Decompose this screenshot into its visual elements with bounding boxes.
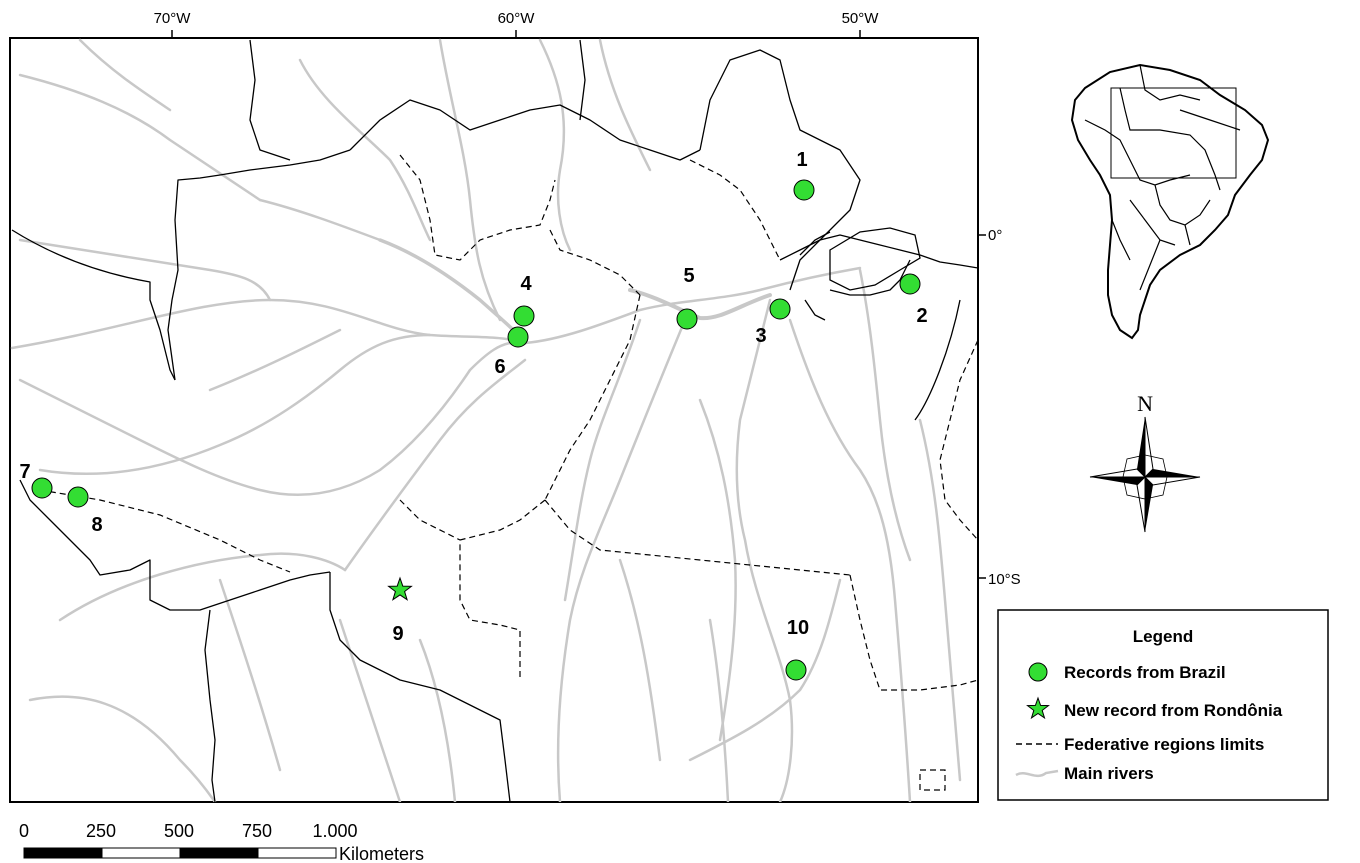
legend-circle-icon bbox=[1028, 662, 1048, 682]
legend-star-icon bbox=[1026, 696, 1050, 720]
site-9-label: 9 bbox=[392, 623, 403, 645]
site-7-marker bbox=[31, 477, 53, 499]
south-america-outline bbox=[1070, 63, 1270, 340]
scale-tick-0: 0 bbox=[19, 821, 29, 841]
site-3-marker bbox=[769, 298, 791, 320]
scale-tick-500: 500 bbox=[164, 821, 194, 841]
legend-item-rondonia: New record from Rondônia bbox=[1064, 701, 1283, 720]
site-8-label: 8 bbox=[91, 514, 102, 536]
north-label: N bbox=[1137, 391, 1153, 416]
site-6-marker bbox=[507, 326, 529, 348]
inset-south-america bbox=[1070, 63, 1270, 340]
scale-tick-1000: 1.000 bbox=[312, 821, 357, 841]
north-arrow: N bbox=[1089, 391, 1201, 533]
scale-bar: 0 250 500 750 1.000 Kilometers bbox=[19, 821, 424, 863]
record-sites: 1 2 3 4 5 6 7 8 9 10 bbox=[19, 149, 928, 681]
state-borders bbox=[39, 154, 978, 791]
axis-label-50w: 50°W bbox=[842, 10, 880, 27]
legend-box bbox=[997, 609, 1329, 801]
legend-title: Legend bbox=[1133, 627, 1193, 646]
legend: Legend Records from Brazil New record fr… bbox=[997, 609, 1329, 801]
site-9-star-marker bbox=[387, 576, 413, 601]
right-axis: 0° 10°S bbox=[978, 227, 1021, 588]
site-4-marker bbox=[513, 305, 535, 327]
site-2-label: 2 bbox=[916, 305, 927, 327]
site-1-label: 1 bbox=[796, 149, 807, 171]
site-10-marker bbox=[785, 659, 807, 681]
legend-item-brazil: Records from Brazil bbox=[1064, 663, 1226, 682]
scale-tick-750: 750 bbox=[242, 821, 272, 841]
site-1-marker bbox=[793, 179, 815, 201]
inset-study-area-box bbox=[1110, 87, 1237, 179]
site-5-marker bbox=[676, 308, 698, 330]
axis-label-70w: 70°W bbox=[154, 10, 192, 27]
scale-unit: Kilometers bbox=[339, 844, 424, 863]
site-8-marker bbox=[67, 486, 89, 508]
site-5-label: 5 bbox=[683, 265, 694, 287]
map-frame bbox=[9, 37, 979, 803]
axis-label-10s: 10°S bbox=[988, 571, 1021, 588]
marajo-coastline bbox=[799, 227, 921, 321]
site-2-marker bbox=[899, 273, 921, 295]
legend-river-line-icon bbox=[1015, 769, 1059, 778]
site-7-label: 7 bbox=[19, 461, 30, 483]
axis-label-0: 0° bbox=[988, 227, 1002, 244]
site-10-label: 10 bbox=[787, 617, 809, 639]
map-body bbox=[10, 38, 978, 802]
site-3-label: 3 bbox=[755, 325, 766, 347]
top-axis: 70°W 60°W 50°W bbox=[154, 10, 880, 38]
main-rivers bbox=[10, 38, 962, 802]
site-4-label: 4 bbox=[520, 273, 532, 295]
international-borders bbox=[11, 39, 978, 802]
axis-label-60w: 60°W bbox=[498, 10, 536, 27]
inset-country-borders bbox=[1084, 64, 1241, 291]
site-6-label: 6 bbox=[494, 356, 505, 378]
scale-tick-250: 250 bbox=[86, 821, 116, 841]
legend-item-rivers: Main rivers bbox=[1064, 764, 1154, 783]
legend-item-limits: Federative regions limits bbox=[1064, 735, 1264, 754]
